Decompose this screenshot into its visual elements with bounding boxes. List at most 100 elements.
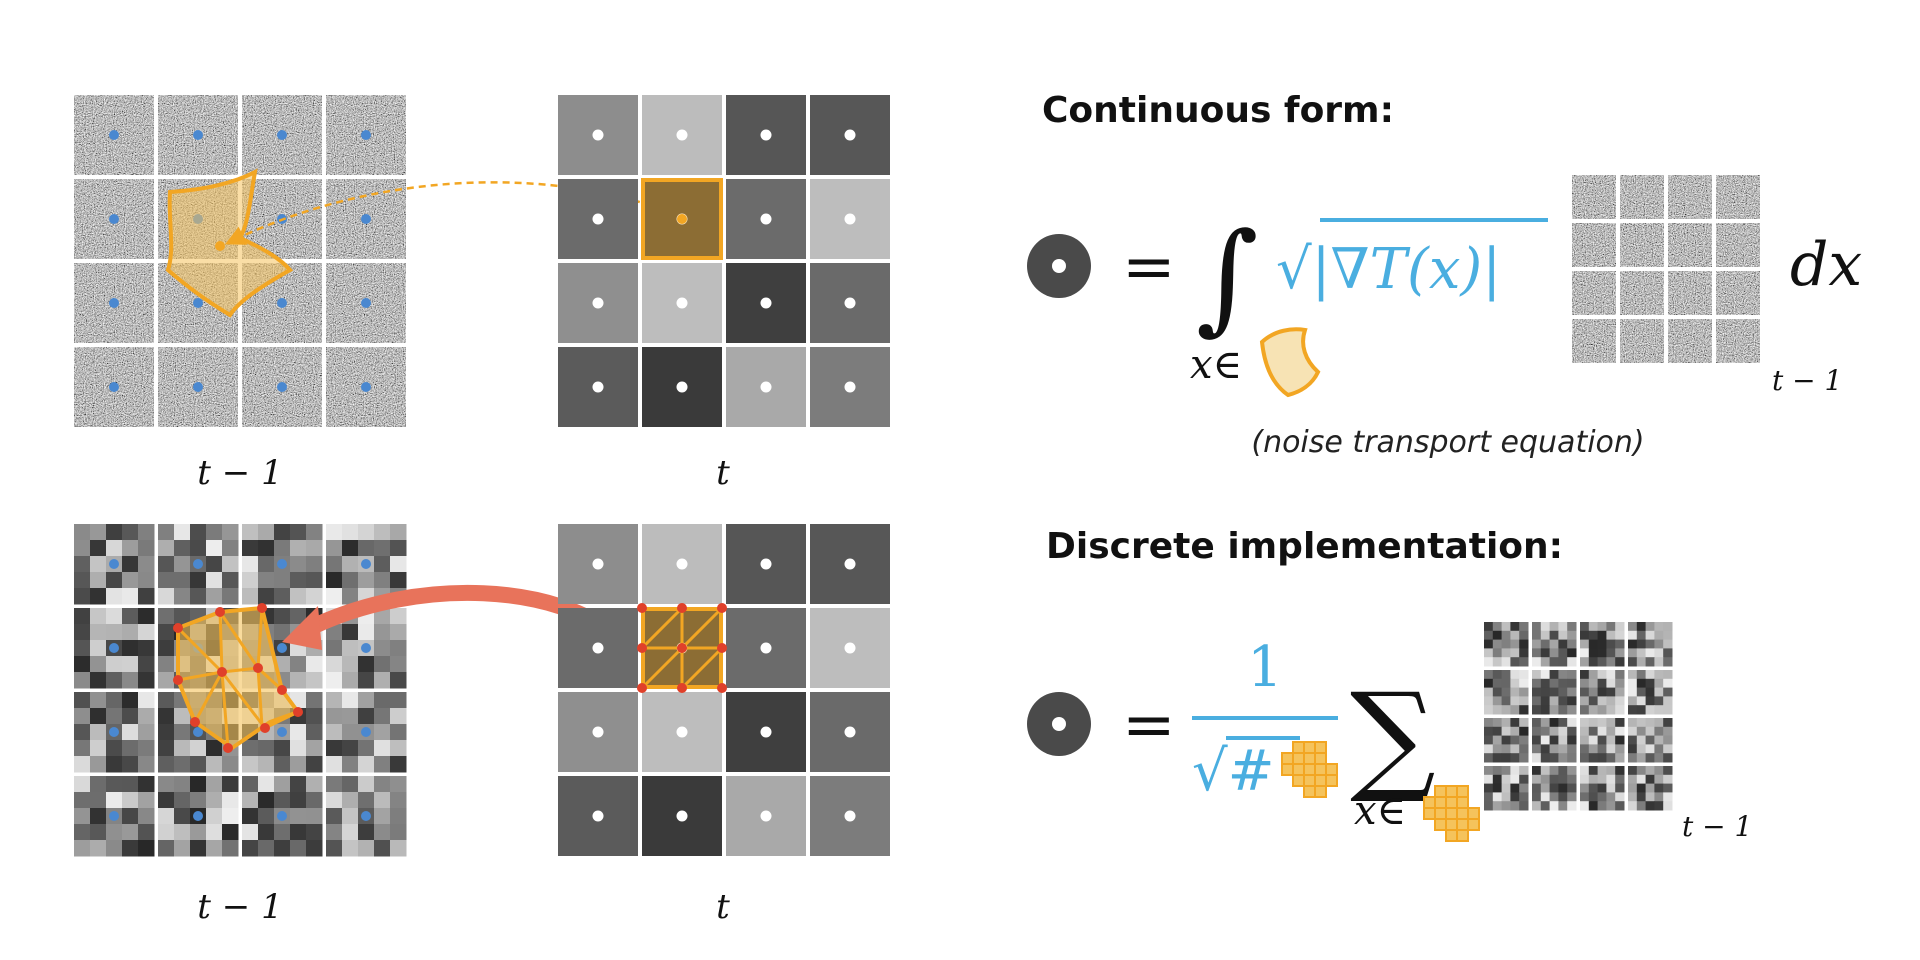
sum-sign: ∑ (1350, 668, 1436, 807)
t-top-center-dot (676, 129, 688, 141)
pix-bottom-center-dot (361, 727, 371, 737)
noise-mini-cell (1620, 271, 1664, 315)
t-top-center-dot (844, 297, 856, 309)
integrand-sqrt-grad: √|∇T(x)| (1276, 237, 1501, 302)
differential-dx: dx (1790, 230, 1862, 300)
noise-mini-cell (1716, 319, 1760, 363)
pix-mini-cell (1484, 622, 1529, 667)
pix-bottom-center-dot (193, 559, 203, 569)
t-bottom-center-dot (676, 558, 688, 570)
noise-mini-cell (1716, 223, 1760, 267)
t-bottom-center-dot (592, 810, 604, 822)
pix-bottom-cell (74, 524, 155, 605)
t-top-center-dot (592, 129, 604, 141)
noise-top-center-dot (361, 214, 371, 224)
pix-mini-cell (1484, 718, 1529, 763)
t-bottom-center-dot (760, 642, 772, 654)
noise-mini-cell (1620, 175, 1664, 219)
noise-top-center-dot (193, 382, 203, 392)
pix-bottom-center-dot (361, 643, 371, 653)
pix-bottom-center-dot (109, 727, 119, 737)
t-top-center-dot (844, 381, 856, 393)
noise-top-center-dot (109, 298, 119, 308)
t-bottom-center-dot (844, 726, 856, 738)
pix-mini-cell (1580, 766, 1625, 811)
pix-bottom-center-dot (109, 559, 119, 569)
pix-bottom-center-dot (109, 811, 119, 821)
t-top-center-dot (844, 213, 856, 225)
noise-mini-cell (1572, 175, 1616, 219)
pix-mini-cell (1628, 718, 1673, 763)
pix-bottom-center-dot (193, 727, 203, 737)
pix-bottom-cell (242, 776, 323, 857)
pix-bottom-cell (74, 692, 155, 773)
noise-mini-cell (1716, 175, 1760, 219)
noise-mini-cell (1668, 223, 1712, 267)
noise-mini-cell (1668, 319, 1712, 363)
integral-domain: x∈ (1190, 342, 1242, 388)
t-bottom-center-dot (760, 726, 772, 738)
continuous-equals: = (1122, 230, 1176, 304)
t-bottom-center-dot (592, 726, 604, 738)
pixel-region-icon-sum (1423, 785, 1480, 842)
pix-mini-cell (1532, 670, 1577, 715)
noise-mini-cell (1572, 223, 1616, 267)
pix-bottom-cell (158, 776, 239, 857)
transport-dashed-arrow (224, 181, 686, 245)
pix-bottom-cell (74, 608, 155, 689)
pix-mini-cell (1580, 670, 1625, 715)
pix-mini-cell (1628, 766, 1673, 811)
noise-top-center-dot (361, 382, 371, 392)
pix-bottom-center-dot (277, 811, 287, 821)
gray-grid-t-top (558, 95, 890, 427)
continuous-heading: Continuous form: (1042, 90, 1394, 131)
time-label-top-right: t (716, 453, 730, 493)
output-pixel-icon (1027, 234, 1091, 298)
pix-mini-cell (1532, 766, 1577, 811)
highlighted-pixel (641, 178, 723, 260)
t-bottom-center-dot (760, 558, 772, 570)
noise-top-center-dot (277, 130, 287, 140)
time-label-bottom-right: t (716, 887, 730, 927)
pix-mini-cell (1580, 622, 1625, 667)
t-top-center-dot (760, 213, 772, 225)
pix-mini-cell (1484, 766, 1529, 811)
noise-top-center-dot (109, 130, 119, 140)
integral-sign: ∫ (1196, 208, 1259, 347)
noise-mini-cell (1716, 271, 1760, 315)
noise-top-center-dot (193, 298, 203, 308)
output-pixel-icon-discrete (1027, 692, 1091, 756)
noise-top-center-dot (277, 382, 287, 392)
pix-bottom-center-dot (277, 643, 287, 653)
pix-mini-cell (1580, 718, 1625, 763)
pixel-region-icon-count (1281, 741, 1338, 798)
region-icon (1259, 327, 1321, 398)
pix-mini-cell (1628, 622, 1673, 667)
noise-top-center-dot (109, 214, 119, 224)
noise-top-center-dot (361, 130, 371, 140)
noise-mini-cell (1620, 223, 1664, 267)
pix-bottom-center-dot (277, 727, 287, 737)
fraction-numerator: 1 (1247, 635, 1283, 700)
discrete-equals: = (1122, 688, 1176, 762)
noise-transport-caption: (noise transport equation) (1251, 425, 1644, 460)
discrete-subscript: t − 1 (1682, 810, 1752, 843)
t-bottom-center-dot (592, 558, 604, 570)
noise-mini-cell (1620, 319, 1664, 363)
discrete-heading: Discrete implementation: (1046, 526, 1563, 567)
t-bottom-center-dot (844, 810, 856, 822)
noise-mini-cell (1572, 271, 1616, 315)
pix-mini-cell (1484, 670, 1529, 715)
pix-bottom-cell (158, 524, 239, 605)
noise-mini-cell (1572, 319, 1616, 363)
t-bottom-center-dot (844, 558, 856, 570)
noise-top-center-dot (361, 298, 371, 308)
t-top-center-dot (592, 381, 604, 393)
t-top-center-dot (676, 381, 688, 393)
noise-mini-cell (1668, 175, 1712, 219)
t-bottom-center-dot (592, 642, 604, 654)
pix-mini-cell (1628, 670, 1673, 715)
pix-bottom-center-dot (193, 811, 203, 821)
pix-bottom-cell (242, 524, 323, 605)
